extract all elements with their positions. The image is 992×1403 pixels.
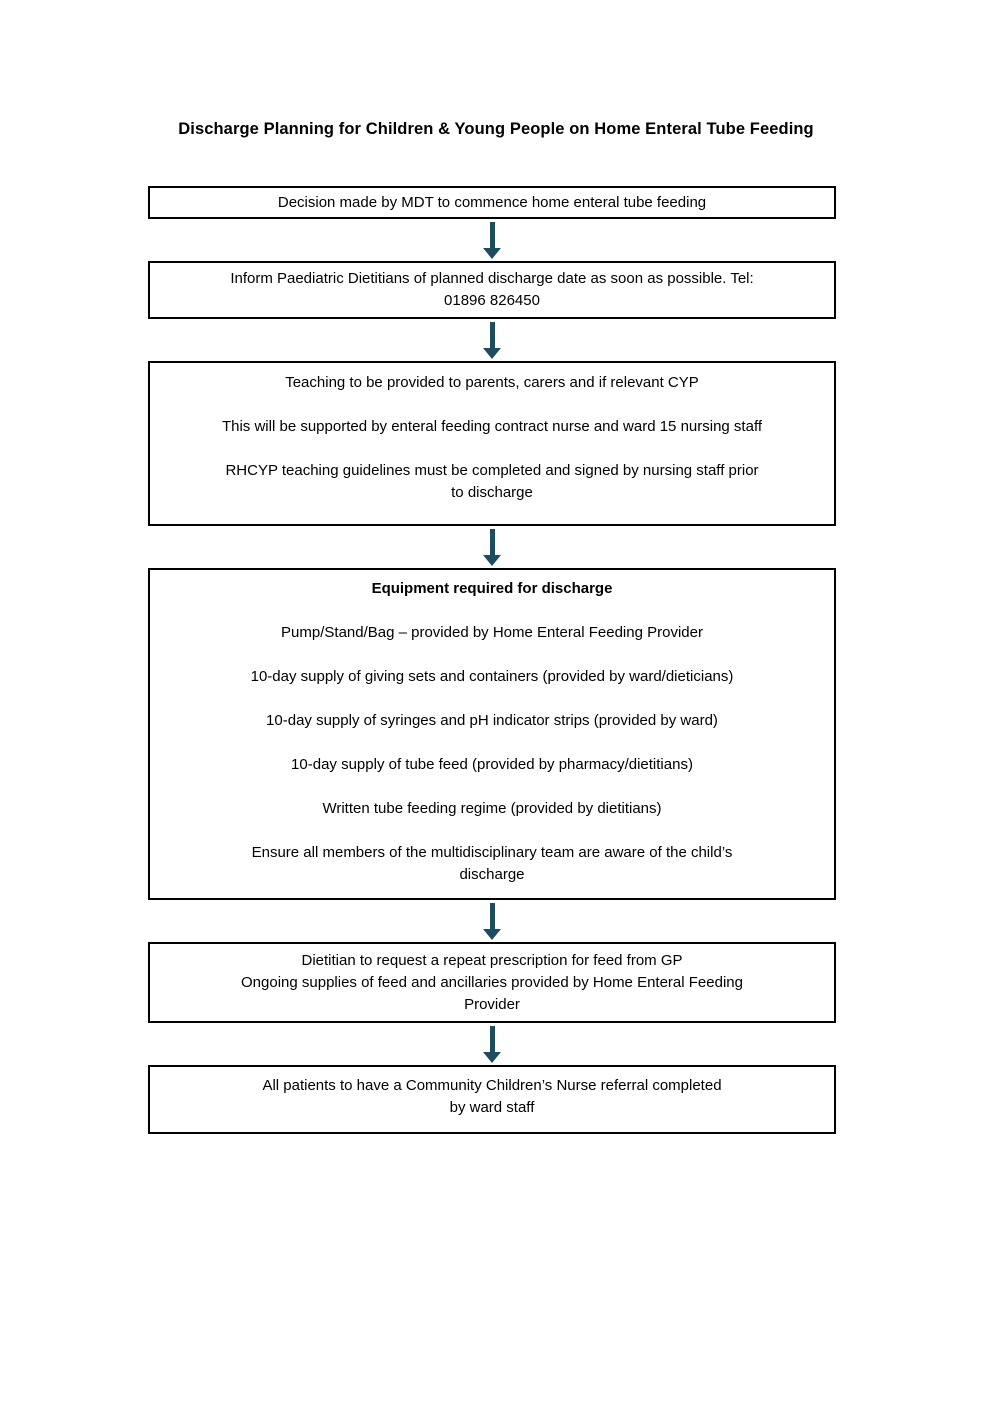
- down-arrow: [148, 219, 836, 261]
- page-title: Discharge Planning for Children & Young …: [178, 120, 814, 138]
- box-paragraph: Decision made by MDT to commence home en…: [277, 193, 707, 211]
- box-paragraph: 10-day supply of syringes and pH indicat…: [266, 712, 718, 729]
- flow-box-gp-prescription: Dietitian to request a repeat prescripti…: [148, 942, 836, 1023]
- box-paragraph: 10-day supply of giving sets and contain…: [250, 668, 734, 685]
- down-arrow: [148, 1023, 836, 1065]
- arrow-head-icon: [483, 554, 501, 566]
- arrow-stem: [489, 902, 495, 929]
- box-paragraph: Ensure all members of the multidisciplin…: [251, 844, 733, 883]
- arrow-stem: [489, 528, 495, 555]
- flow-box-mdt-decision: Decision made by MDT to commence home en…: [148, 186, 836, 219]
- box-paragraph: Dietitian to request a repeat prescripti…: [241, 951, 743, 1013]
- box-paragraph: This will be supported by enteral feedin…: [221, 418, 763, 435]
- flowchart: Decision made by MDT to commence home en…: [148, 186, 836, 1134]
- down-arrow: [148, 526, 836, 568]
- box-paragraph: Pump/Stand/Bag – provided by Home Entera…: [281, 624, 703, 641]
- arrow-stem: [489, 221, 495, 248]
- flow-box-teaching: Teaching to be provided to parents, care…: [148, 361, 836, 526]
- box-heading: Equipment required for discharge: [371, 580, 613, 597]
- flow-box-inform-dietitians: Inform Paediatric Dietitians of planned …: [148, 261, 836, 319]
- arrow-stem: [489, 321, 495, 348]
- box-paragraph: 10-day supply of tube feed (provided by …: [291, 756, 693, 773]
- flow-box-equipment: Equipment required for discharge Pump/St…: [148, 568, 836, 900]
- arrow-head-icon: [483, 1051, 501, 1063]
- box-paragraph: Inform Paediatric Dietitians of planned …: [230, 270, 754, 309]
- down-arrow: [148, 900, 836, 942]
- box-paragraph: All patients to have a Community Childre…: [262, 1077, 722, 1116]
- box-paragraph: Teaching to be provided to parents, care…: [285, 374, 699, 391]
- box-paragraph: Written tube feeding regime (provided by…: [322, 800, 662, 817]
- arrow-head-icon: [483, 928, 501, 940]
- down-arrow: [148, 319, 836, 361]
- arrow-head-icon: [483, 347, 501, 359]
- flow-box-ccn-referral: All patients to have a Community Childre…: [148, 1065, 836, 1134]
- arrow-stem: [489, 1025, 495, 1052]
- arrow-head-icon: [483, 247, 501, 259]
- box-paragraph: RHCYP teaching guidelines must be comple…: [225, 462, 759, 501]
